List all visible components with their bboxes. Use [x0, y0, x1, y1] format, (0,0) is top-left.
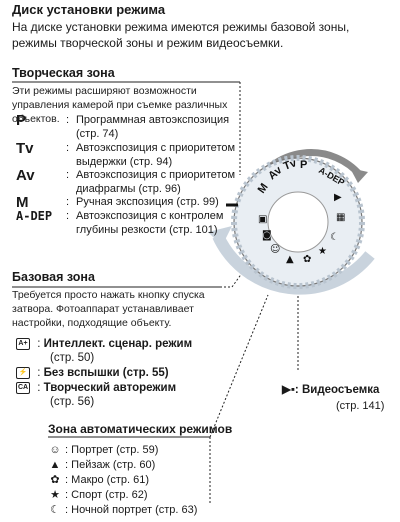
basic-mode-label: Без вспышки (стр. 55)	[43, 367, 169, 379]
mode-symbol: M	[16, 194, 29, 211]
list-item-text: Ночной портрет (стр. 63)	[71, 504, 198, 516]
list-item-text: Портрет (стр. 59)	[71, 444, 159, 456]
auto-zone-list: ☺ : Портрет (стр. 59) ▲ : Пейзаж (стр. 6…	[48, 443, 248, 518]
basic-mode-label: Творческий авторежим	[43, 382, 177, 394]
svg-text:▦: ▦	[336, 212, 345, 223]
mode-symbol: P	[16, 112, 27, 129]
svg-text:☾: ☾	[330, 232, 339, 243]
scene-intelligent-auto-icon: A+	[16, 337, 30, 350]
basic-heading: Базовая зона	[12, 270, 95, 284]
svg-text:✿: ✿	[303, 254, 311, 265]
list-item: ☺ : Портрет (стр. 59)	[49, 444, 159, 456]
basic-mode-page: (стр. 56)	[50, 396, 95, 408]
list-item: ✿ : Макро (стр. 61)	[48, 473, 248, 488]
movie-camera-icon: ▶▪	[282, 384, 295, 396]
intro-text: На диске установки режима имеются режимы…	[12, 20, 350, 50]
basic-mode-scene-intelligent: A+ : Интеллект. сценар. режим (стр. 50)	[16, 337, 246, 365]
creative-auto-icon: CA	[16, 381, 30, 394]
svg-text:▲: ▲	[286, 254, 294, 265]
mode-row-adep: A-DEP : Автоэкспозиция с контролем глуби…	[16, 209, 251, 250]
sports-icon: ★	[50, 489, 60, 501]
mode-symbol: Av	[16, 167, 35, 184]
landscape-icon: ▲	[49, 459, 61, 471]
list-item: ▲ : Пейзаж (стр. 60)	[49, 459, 156, 471]
mode-text: Автоэкспозиция с приоритетом диафрагмы (…	[76, 169, 236, 195]
list-item-text: Пейзаж (стр. 60)	[71, 459, 156, 471]
list-item: ☾ : Ночной портрет (стр. 63)	[48, 503, 248, 518]
svg-text:▶: ▶	[334, 192, 342, 203]
movie-label: Видеосъемка	[301, 384, 380, 396]
macro-icon: ✿	[50, 474, 60, 486]
mode-row-tv: Tv : Автоэкспозиция с приоритетом выдерж…	[16, 140, 251, 170]
mode-text: Автоэкспозиция с контролем глубины резко…	[76, 210, 224, 236]
mode-row-p: P : Программная автоэкспозиция (стр. 74)	[16, 112, 251, 142]
svg-text:◙: ◙	[262, 230, 272, 241]
dial-label-p: P	[300, 159, 307, 171]
flash-off-icon: ⚡	[16, 366, 30, 379]
mode-symbol: A-DEP	[16, 209, 53, 223]
page-title: Диск установки режима	[12, 2, 166, 17]
movie-page: (стр. 141)	[336, 400, 385, 412]
basic-mode-no-flash: ⚡ : Без вспышки (стр. 55)	[16, 366, 246, 380]
basic-desc: Требуется просто нажать кнопку спуска за…	[12, 289, 205, 329]
svg-text:☺: ☺	[270, 244, 280, 255]
svg-text:▣: ▣	[258, 214, 267, 225]
mode-text: Автоэкспозиция с приоритетом выдержки (с…	[76, 142, 236, 168]
creative-desc: Эти режимы расширяют возможности управле…	[12, 85, 228, 125]
basic-mode-page: (стр. 50)	[50, 352, 95, 364]
list-item: ★ : Спорт (стр. 62)	[48, 488, 248, 503]
creative-heading: Творческая зона	[12, 66, 115, 80]
mode-text: Программная автоэкспозиция (стр. 74)	[76, 114, 230, 140]
dial-label-tv: Tv	[282, 157, 299, 173]
list-item-text: Спорт (стр. 62)	[71, 489, 148, 501]
list-item-text: Макро (стр. 61)	[71, 474, 150, 486]
mode-row-m: M : Ручная экспозиция (стр. 99)	[16, 194, 251, 211]
mode-text: Ручная экспозиция (стр. 99)	[76, 196, 219, 208]
movie-mode-label-row: ▶▪: Видеосъемка	[282, 384, 380, 396]
mode-symbol: Tv	[16, 140, 34, 157]
portrait-icon: ☺	[49, 444, 61, 456]
svg-text:★: ★	[318, 246, 327, 257]
basic-mode-creative-auto: CA : Творческий авторежим (стр. 56)	[16, 381, 177, 408]
mode-row-av: Av : Автоэкспозиция с приоритетом диафра…	[16, 167, 251, 197]
basic-mode-label: Интеллект. сценар. режим	[43, 338, 193, 350]
auto-zone-heading: Зона автоматических режимов	[48, 422, 233, 436]
night-portrait-icon: ☾	[50, 504, 60, 516]
